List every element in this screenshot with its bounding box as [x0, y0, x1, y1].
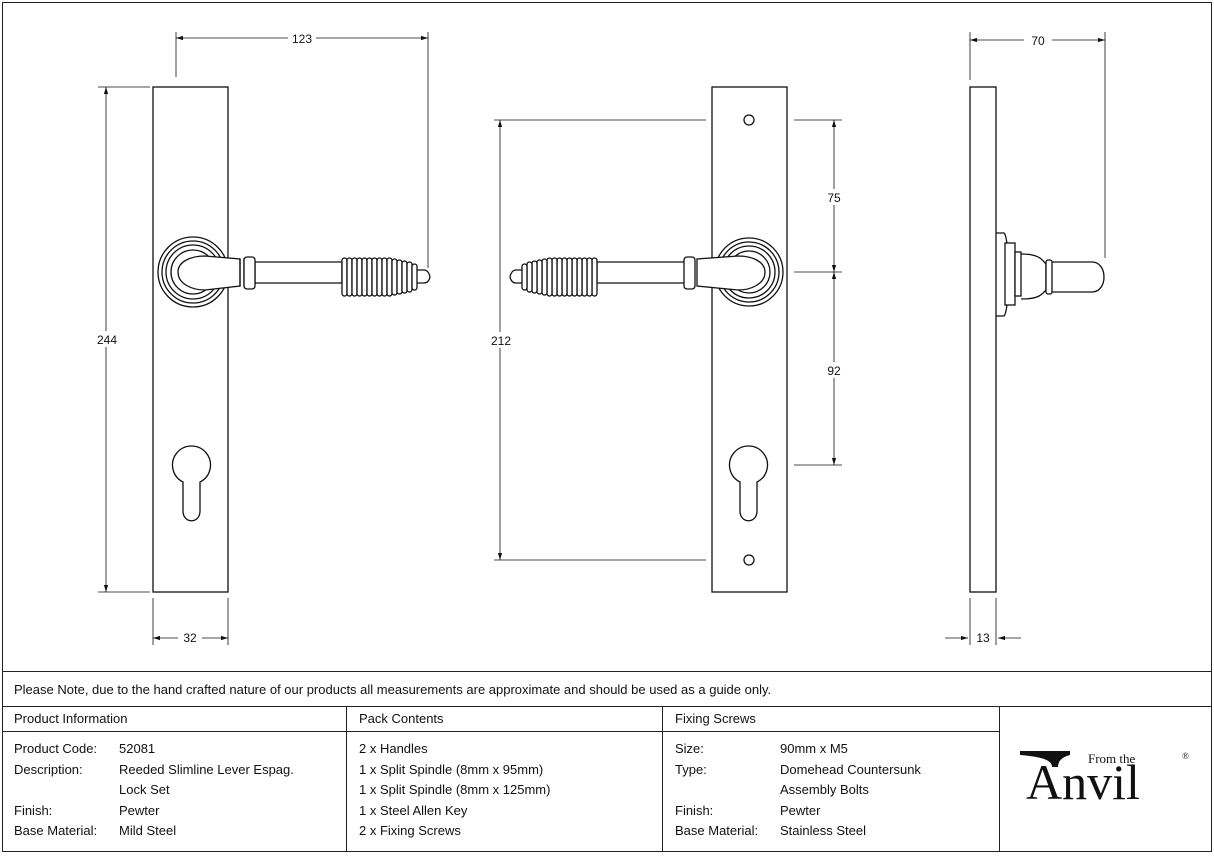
back-view: [509, 86, 788, 593]
front-view: [152, 86, 431, 593]
anvil-logo-mark: From the ® Anvil: [1020, 751, 1189, 810]
back-lever: [696, 255, 766, 291]
info-row: Description:Reeded Slimline Lever Espag.: [14, 761, 294, 777]
screw-row: Finish:Pewter: [675, 802, 821, 818]
info-row: Lock Set: [119, 782, 170, 797]
screw-row: Size:90mm x M5: [675, 741, 848, 756]
back-euro-keyhole: [728, 445, 769, 522]
pack-item: 2 x Handles: [359, 741, 428, 756]
measurement-note: Please Note, due to the hand crafted nat…: [2, 671, 1212, 707]
pack-item: 1 x Split Spindle (8mm x 125mm): [359, 782, 551, 797]
pack-item: 1 x Steel Allen Key: [359, 802, 468, 818]
screw-row: Assembly Bolts: [780, 782, 869, 797]
product-information-heading: Product Information: [2, 707, 346, 732]
dim-label-123: 123: [292, 32, 312, 46]
front-reeds: [341, 257, 418, 297]
from-the-anvil-logo: From the ® Anvil: [1000, 707, 1212, 852]
dim-label-32: 32: [183, 631, 197, 645]
fixing-screws-panel: Fixing Screws Size:90mm x M5 Type:Domehe…: [663, 707, 1000, 852]
dim-label-212: 212: [491, 334, 511, 348]
svg-text:®: ®: [1182, 751, 1189, 761]
pack-contents-panel: Pack Contents 2 x Handles 1 x Split Spin…: [347, 707, 663, 852]
side-backplate: [969, 86, 997, 593]
pack-item: 1 x Split Spindle (8mm x 95mm): [359, 761, 544, 777]
svg-text:Anvil: Anvil: [1026, 754, 1140, 810]
front-euro-keyhole: [171, 445, 212, 522]
back-reeds: [521, 257, 598, 297]
side-view: [969, 86, 1105, 593]
dim-label-92: 92: [827, 364, 841, 378]
pack-item: 2 x Fixing Screws: [359, 823, 461, 838]
dim-label-244: 244: [97, 333, 117, 347]
info-row: Finish:Pewter: [14, 802, 160, 818]
dim-label-13: 13: [976, 631, 990, 645]
technical-drawing: 123 244 32 212 75 92 70 13: [96, 32, 1106, 645]
info-row: Base Material:Mild Steel: [14, 823, 177, 838]
screw-row: Type:Domehead Countersunk: [675, 761, 921, 777]
anvil-icon: [1020, 751, 1070, 767]
fixing-screws-heading: Fixing Screws: [663, 707, 999, 732]
dim-label-70: 70: [1031, 34, 1045, 48]
front-lever: [177, 255, 241, 291]
pack-contents-heading: Pack Contents: [347, 707, 662, 732]
info-row: Product Code:52081: [14, 741, 156, 756]
dim-label-75: 75: [827, 191, 841, 205]
svg-text:From the: From the: [1088, 751, 1136, 766]
screw-row: Base Material:Stainless Steel: [675, 823, 866, 838]
product-information-panel: Product Information Product Code:52081 D…: [2, 707, 347, 852]
